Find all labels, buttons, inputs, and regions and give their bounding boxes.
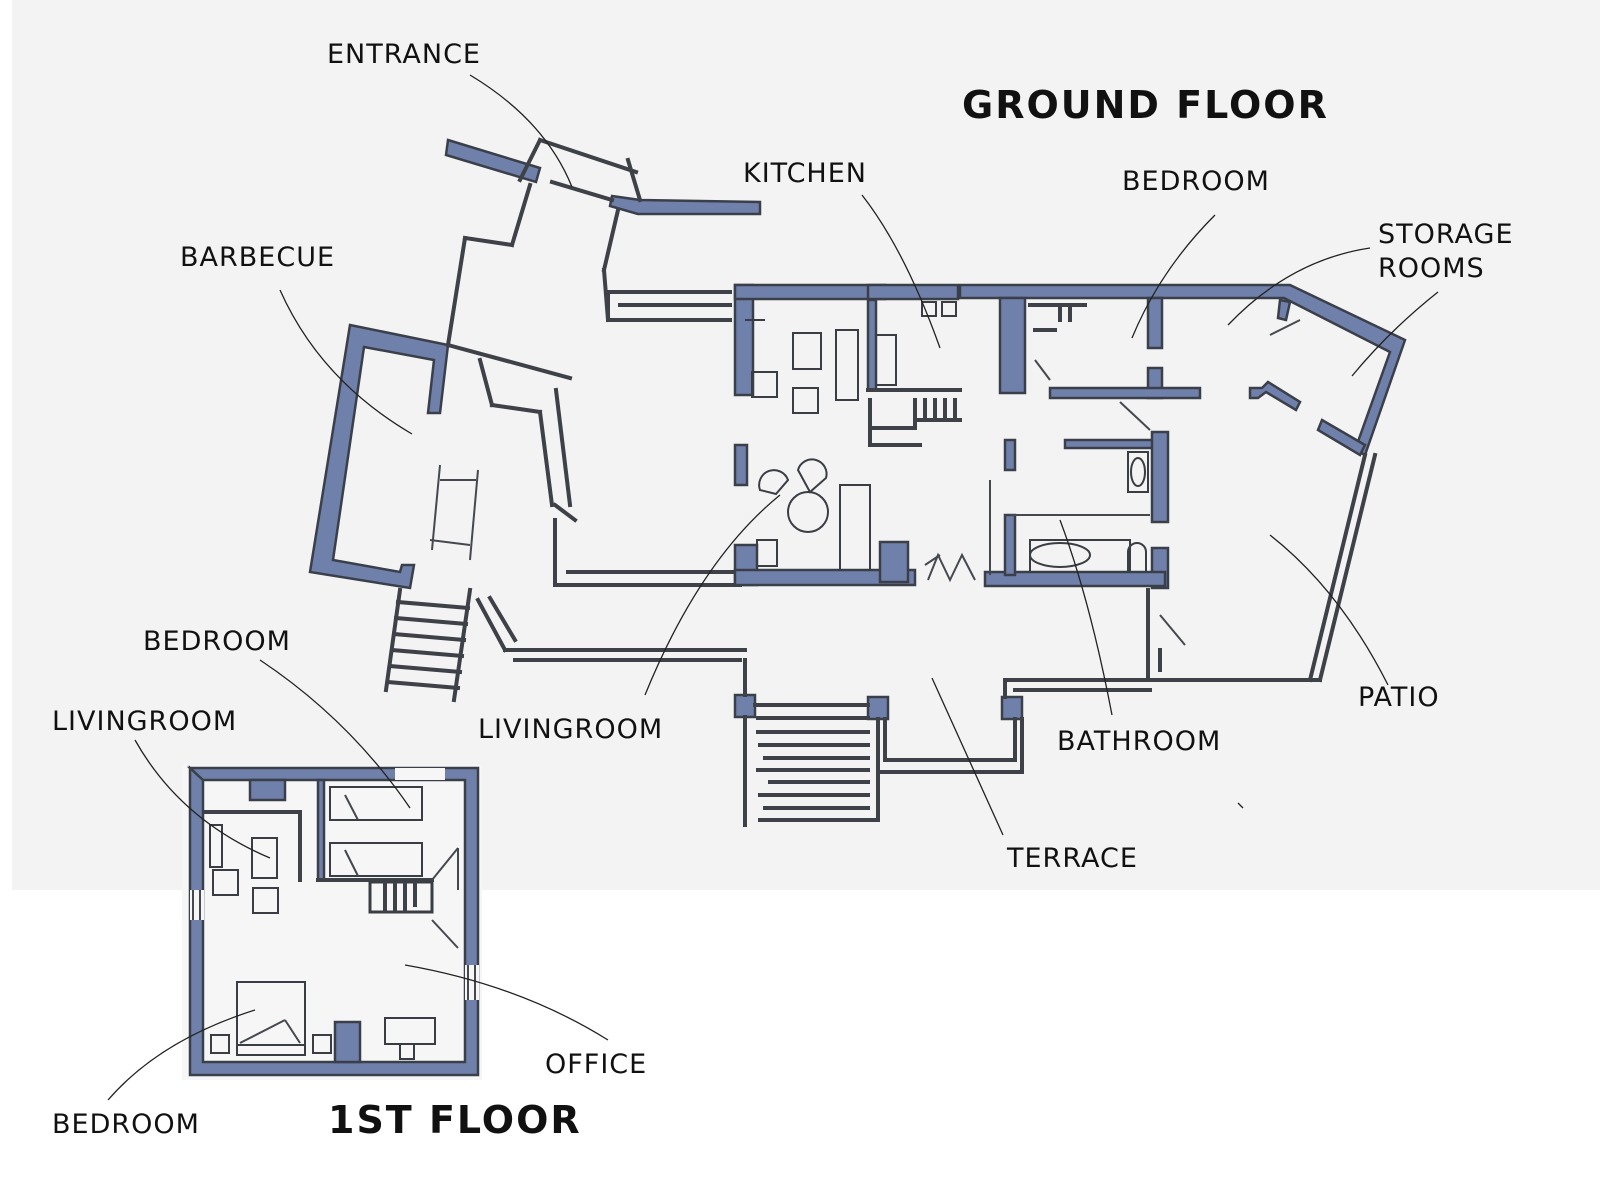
label-bathroom: BATHROOM <box>1057 726 1221 757</box>
label-bedroom-ground: BEDROOM <box>1122 166 1270 197</box>
first-floor-plan <box>107 659 609 1101</box>
entrance-canopy <box>444 137 762 348</box>
ground-floor-leaders <box>279 74 1439 836</box>
label-terrace: TERRACE <box>1006 843 1138 874</box>
barbecue-room <box>308 323 742 590</box>
terrace <box>733 658 1152 827</box>
label-bedroom-first-bottom: BEDROOM <box>52 1109 200 1140</box>
ground-floor-plan <box>279 74 1439 836</box>
label-kitchen: KITCHEN <box>743 158 867 189</box>
first-floor-title: 1ST FLOOR <box>328 1098 582 1142</box>
label-storage-line1: STORAGE <box>1378 219 1514 250</box>
label-livingroom-first: LIVINGROOM <box>52 706 237 737</box>
paper-background <box>12 0 1600 890</box>
label-patio: PATIO <box>1358 682 1440 713</box>
label-barbecue: BARBECUE <box>180 242 335 273</box>
label-bedroom-first-top: BEDROOM <box>143 626 291 657</box>
entry-corridor <box>606 290 732 322</box>
living-dining-block <box>733 283 976 587</box>
ground-floor-title: GROUND FLOOR <box>962 83 1329 127</box>
labels: GROUND FLOOR ENTRANCE KITCHEN BEDROOM ST… <box>52 39 1514 1142</box>
label-entrance: ENTRANCE <box>327 39 481 70</box>
bedroom-storage-block <box>958 283 1407 683</box>
barbecue-stairs <box>383 587 747 703</box>
label-storage-line2: ROOMS <box>1378 253 1485 284</box>
label-livingroom-ground: LIVINGROOM <box>478 714 663 745</box>
label-office: OFFICE <box>545 1049 647 1080</box>
